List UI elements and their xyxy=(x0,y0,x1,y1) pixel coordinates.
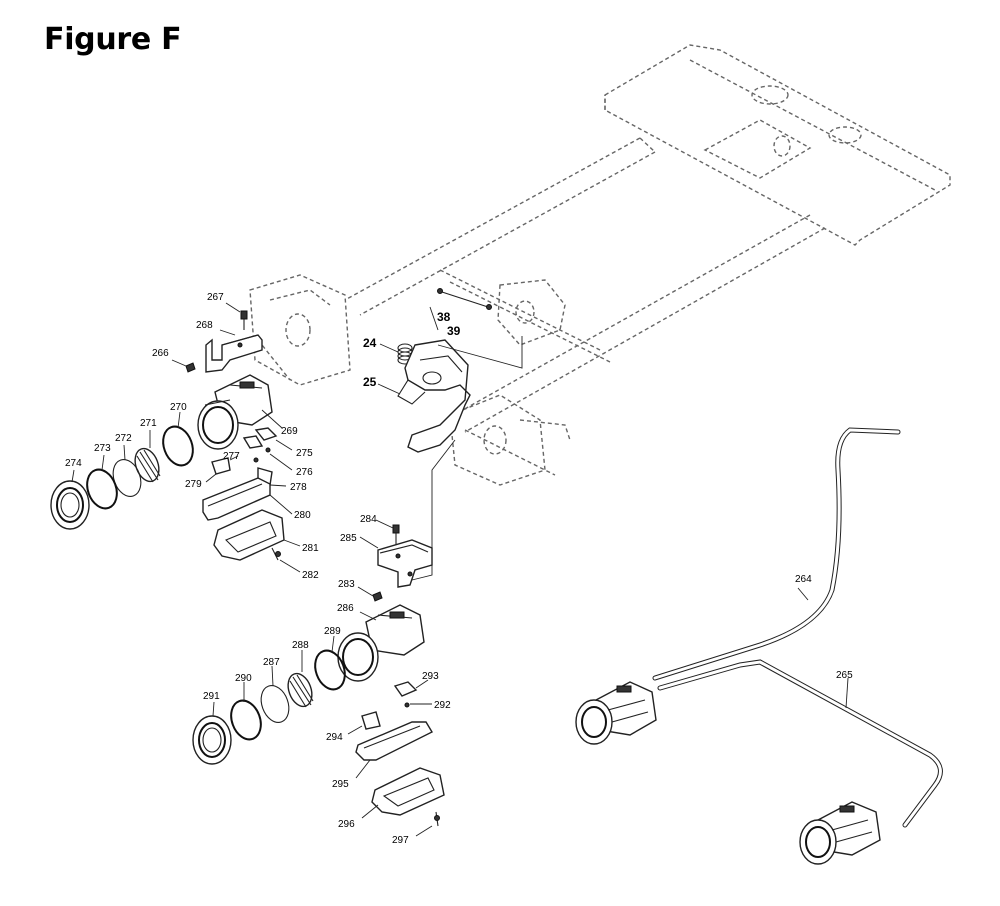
label-39: 39 xyxy=(447,324,461,338)
label-296: 296 xyxy=(338,819,355,830)
lower-rings xyxy=(192,635,346,765)
label-297: 297 xyxy=(392,835,409,846)
label-291: 291 xyxy=(203,691,220,702)
label-277: 277 xyxy=(223,451,240,462)
upper-rings xyxy=(50,411,194,530)
label-267: 267 xyxy=(207,292,224,303)
pin-38 xyxy=(441,291,489,308)
label-281: 281 xyxy=(302,543,319,554)
lower-covers xyxy=(355,721,445,837)
callout-labels: 24 25 38 39 264 265 266 267 268 269 270 … xyxy=(65,292,853,846)
label-293: 293 xyxy=(422,671,439,682)
hose-265 xyxy=(657,659,943,828)
label-289: 289 xyxy=(324,626,341,637)
upper-tool-body-269 xyxy=(197,374,283,450)
hose-264 xyxy=(652,427,901,681)
label-290: 290 xyxy=(235,673,252,684)
label-285: 285 xyxy=(340,533,357,544)
upper-covers xyxy=(202,477,301,573)
label-38: 38 xyxy=(437,310,451,324)
latch-assembly xyxy=(377,288,523,581)
label-284: 284 xyxy=(360,514,377,525)
lower-tool-body-286 xyxy=(337,604,425,682)
remote-tool-upper xyxy=(575,681,657,745)
latch-25 xyxy=(404,339,471,453)
label-268: 268 xyxy=(196,320,213,331)
dashed-frame-outline xyxy=(249,44,951,486)
label-24: 24 xyxy=(363,336,377,350)
label-270: 270 xyxy=(170,402,187,413)
label-269: 269 xyxy=(281,426,298,437)
label-275: 275 xyxy=(296,448,313,459)
figure-title: Figure F xyxy=(44,22,182,57)
upper-bracket-268 xyxy=(171,302,263,373)
label-295: 295 xyxy=(332,779,349,790)
label-265: 265 xyxy=(836,670,853,681)
label-276: 276 xyxy=(296,467,313,478)
label-272: 272 xyxy=(115,433,132,444)
label-282: 282 xyxy=(302,570,319,581)
label-25: 25 xyxy=(363,375,377,389)
label-274: 274 xyxy=(65,458,82,469)
label-287: 287 xyxy=(263,657,280,668)
label-288: 288 xyxy=(292,640,309,651)
label-280: 280 xyxy=(294,510,311,521)
label-279: 279 xyxy=(185,479,202,490)
lower-bracket-285 xyxy=(357,519,433,602)
label-273: 273 xyxy=(94,443,111,454)
label-271: 271 xyxy=(140,418,157,429)
label-286: 286 xyxy=(337,603,354,614)
label-283: 283 xyxy=(338,579,355,590)
remote-tool-lower xyxy=(799,801,881,865)
label-294: 294 xyxy=(326,732,343,743)
label-266: 266 xyxy=(152,348,169,359)
label-264: 264 xyxy=(795,574,812,585)
label-278: 278 xyxy=(290,482,307,493)
lower-clips xyxy=(347,679,432,735)
label-292: 292 xyxy=(434,700,451,711)
